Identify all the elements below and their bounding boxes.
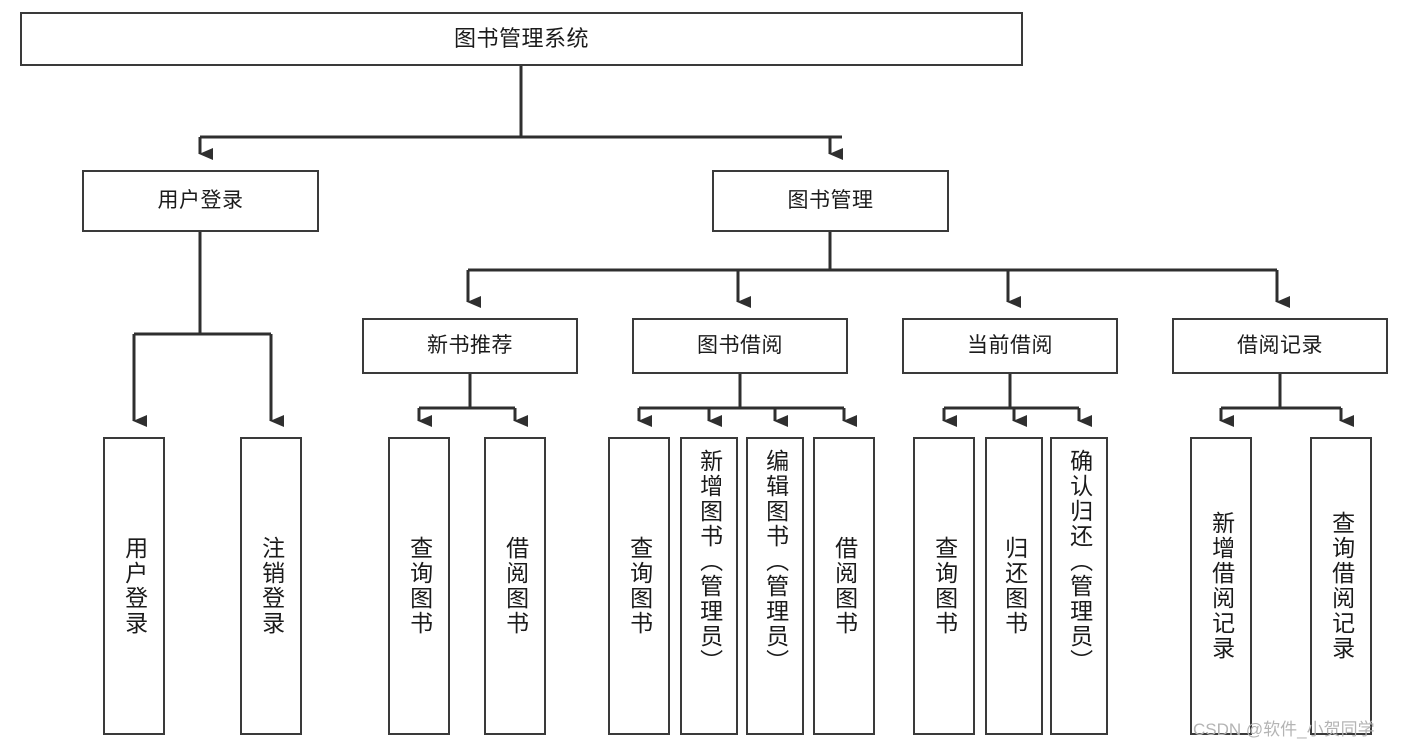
leaf-edit-book-admin[interactable]: 编辑图书（管理员）: [746, 437, 804, 735]
node-label: 归还图书: [1001, 536, 1028, 636]
node-book-management[interactable]: 图书管理: [712, 170, 949, 232]
node-label: 查询借阅记录: [1328, 511, 1355, 661]
node-label: 确认归还（管理员）: [1066, 449, 1093, 674]
node-book-borrow[interactable]: 图书借阅: [632, 318, 848, 374]
leaf-query-borrow-record[interactable]: 查询借阅记录: [1310, 437, 1372, 735]
node-label: 图书借阅: [697, 333, 783, 357]
leaf-add-borrow-record[interactable]: 新增借阅记录: [1190, 437, 1252, 735]
node-new-book-recommend[interactable]: 新书推荐: [362, 318, 578, 374]
node-label: 借阅图书: [502, 536, 529, 636]
leaf-query-book-borrow[interactable]: 查询图书: [608, 437, 670, 735]
node-label: 借阅记录: [1237, 333, 1323, 357]
leaf-add-book-admin[interactable]: 新增图书（管理员）: [680, 437, 738, 735]
node-label: 当前借阅: [967, 333, 1053, 357]
node-borrow-record[interactable]: 借阅记录: [1172, 318, 1388, 374]
node-label: 注销登录: [258, 536, 285, 636]
node-label: 查询图书: [406, 536, 433, 636]
node-label: 用户登录: [157, 188, 244, 212]
leaf-query-book-recommend[interactable]: 查询图书: [388, 437, 450, 735]
leaf-return-book[interactable]: 归还图书: [985, 437, 1043, 735]
node-label: 新增借阅记录: [1208, 511, 1235, 661]
node-label: 用户登录: [121, 536, 148, 636]
node-label: 新书推荐: [427, 333, 513, 357]
node-label: 图书管理: [787, 188, 874, 212]
leaf-borrow-book-recommend[interactable]: 借阅图书: [484, 437, 546, 735]
node-label: 查询图书: [626, 536, 653, 636]
node-user-login[interactable]: 用户登录: [82, 170, 319, 232]
leaf-logout[interactable]: 注销登录: [240, 437, 302, 735]
node-root-book-management-system[interactable]: 图书管理系统: [20, 12, 1023, 66]
leaf-user-login[interactable]: 用户登录: [103, 437, 165, 735]
node-current-borrow[interactable]: 当前借阅: [902, 318, 1118, 374]
leaf-query-book-current[interactable]: 查询图书: [913, 437, 975, 735]
leaf-confirm-return-admin[interactable]: 确认归还（管理员）: [1050, 437, 1108, 735]
node-label: 借阅图书: [831, 536, 858, 636]
leaf-borrow-book[interactable]: 借阅图书: [813, 437, 875, 735]
node-label: 图书管理系统: [453, 26, 589, 52]
node-label: 编辑图书（管理员）: [762, 449, 789, 674]
node-label: 新增图书（管理员）: [696, 449, 723, 674]
node-label: 查询图书: [931, 536, 958, 636]
watermark-text: CSDN @软件_小贺同学: [1193, 720, 1375, 739]
